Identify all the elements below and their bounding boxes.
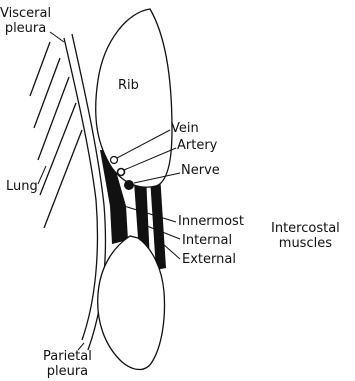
label-parietal-pleura-line1: Parietal bbox=[43, 349, 92, 364]
label-visceral-pleura: Visceral pleura bbox=[0, 6, 51, 36]
label-intercostal-muscles: Intercostal muscles bbox=[271, 221, 340, 251]
lung-line bbox=[38, 77, 69, 160]
lung-line bbox=[34, 58, 60, 128]
lung-line bbox=[30, 42, 50, 96]
label-parietal-pleura: Parietal pleura bbox=[43, 349, 92, 379]
label-intercostal-muscles-line1: Intercostal bbox=[271, 221, 340, 236]
vein-circle bbox=[111, 157, 118, 164]
label-visceral-pleura-line2: pleura bbox=[0, 21, 51, 36]
label-internal: Internal bbox=[182, 233, 232, 248]
label-external: External bbox=[182, 252, 236, 267]
label-parietal-pleura-line2: pleura bbox=[43, 364, 92, 379]
artery-circle bbox=[118, 169, 125, 176]
leader-external bbox=[163, 244, 180, 259]
lung-line bbox=[40, 103, 76, 195]
lower-rib bbox=[98, 236, 165, 370]
leader-visceral bbox=[50, 32, 64, 42]
label-visceral-pleura-line1: Visceral bbox=[0, 6, 51, 21]
label-nerve: Nerve bbox=[181, 163, 220, 178]
label-lung: Lung bbox=[6, 179, 38, 194]
label-innermost: Innermost bbox=[178, 214, 244, 229]
nerve-circle bbox=[124, 180, 134, 190]
leader-innermost bbox=[124, 206, 176, 222]
innermost-intercostal-muscle-lower bbox=[110, 206, 128, 244]
label-artery: Artery bbox=[177, 138, 217, 153]
label-rib: Rib bbox=[118, 78, 139, 93]
visceral-pleura-line bbox=[64, 38, 97, 340]
lung-line bbox=[44, 130, 82, 228]
lung-surface-lines bbox=[30, 42, 82, 228]
label-vein: Vein bbox=[171, 121, 199, 136]
label-intercostal-muscles-line2: muscles bbox=[271, 236, 340, 251]
upper-rib bbox=[96, 9, 172, 187]
